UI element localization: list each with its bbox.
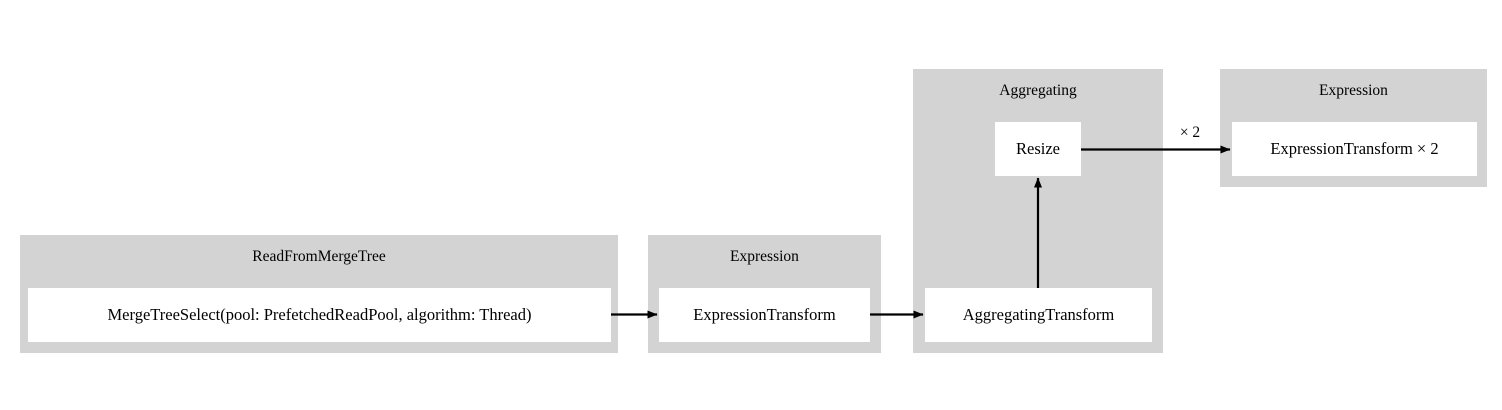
node-merge-tree-select[interactable]: MergeTreeSelect(pool: PrefetchedReadPool…	[28, 288, 611, 342]
node-expression-transform[interactable]: ExpressionTransform	[659, 288, 870, 342]
node-expression-transform-label: ExpressionTransform	[693, 304, 836, 324]
node-resize-label: Resize	[1016, 138, 1060, 158]
node-expression-transform-x2[interactable]: ExpressionTransform × 2	[1232, 122, 1477, 176]
node-expression-transform-x2-label: ExpressionTransform × 2	[1270, 138, 1439, 158]
node-aggregating-transform[interactable]: AggregatingTransform	[925, 288, 1152, 342]
cluster-expression-2-title: Expression	[1319, 82, 1388, 99]
cluster-read-from-merge-tree-title: ReadFromMergeTree	[252, 248, 386, 265]
node-aggregating-transform-label: AggregatingTransform	[962, 304, 1115, 324]
node-resize[interactable]: Resize	[995, 122, 1081, 176]
cluster-aggregating-title: Aggregating	[999, 82, 1077, 99]
cluster-expression-1-title: Expression	[730, 248, 799, 265]
node-merge-tree-select-label: MergeTreeSelect(pool: PrefetchedReadPool…	[107, 304, 532, 324]
edge-label-resize-to-expression2: × 2	[1179, 124, 1201, 141]
